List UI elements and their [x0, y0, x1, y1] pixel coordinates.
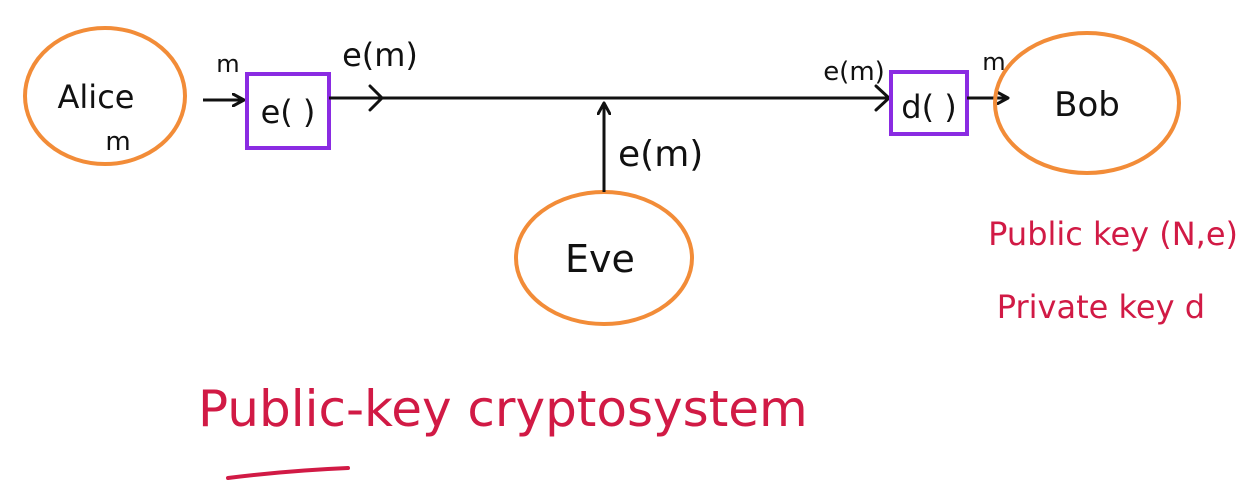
eve-label: Eve	[565, 237, 635, 281]
title-underline	[226, 466, 350, 480]
alice-label: Alice	[58, 78, 135, 116]
encrypt-box	[245, 72, 331, 150]
diagram-title: Public-key cryptosystem	[198, 380, 808, 438]
decrypt-function-label: d( )	[901, 88, 956, 126]
encrypt-out-label: e(m)	[342, 36, 418, 74]
bob-node	[993, 31, 1181, 175]
alice-message-label: m	[105, 127, 130, 157]
eve-tap-label: e(m)	[618, 134, 703, 175]
decrypt-box	[889, 70, 969, 136]
alice-node	[23, 26, 187, 166]
encrypt-function-label: e( )	[261, 93, 316, 131]
decrypt-in-label: e(m)	[823, 57, 885, 87]
alice-to-encrypt-label: m	[216, 50, 239, 78]
encrypt-out-arrow	[368, 84, 385, 112]
bob-label: Bob	[1054, 85, 1120, 125]
bob-public-key: Public key (N,e)	[988, 215, 1238, 253]
decrypt-to-bob-label: m	[982, 48, 1005, 76]
bob-private-key: Private key d	[997, 288, 1205, 326]
